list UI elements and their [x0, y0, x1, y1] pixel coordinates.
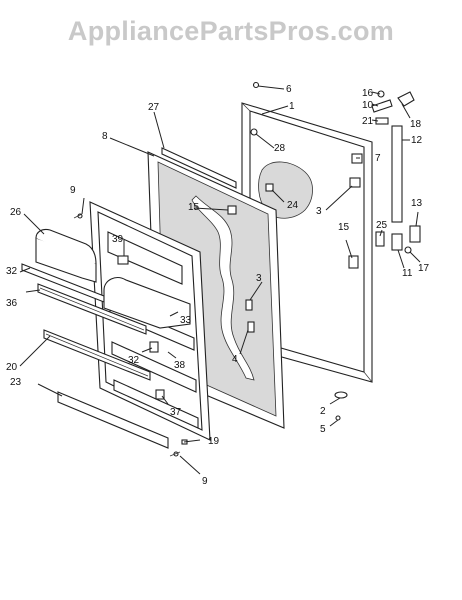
callout-27: 27 [148, 102, 160, 113]
door-bins [21, 228, 191, 449]
callout-11: 11 [402, 268, 413, 279]
callout-12: 12 [411, 135, 423, 146]
callout-4: 4 [232, 354, 238, 365]
site-watermark: AppliancePartsPros.com [67, 16, 395, 46]
callout-17: 17 [418, 263, 430, 274]
callout-labels: 6 1 16 10 18 21 12 27 8 28 7 24 9 26 15 … [6, 84, 430, 487]
callout-32: 32 [128, 355, 140, 366]
callout-18: 18 [410, 119, 422, 130]
callout-13: 13 [411, 198, 423, 209]
callout-6: 6 [286, 84, 292, 95]
callout-10: 10 [362, 100, 374, 111]
callout-37: 37 [170, 407, 182, 418]
callout-39: 39 [112, 234, 124, 245]
callout-23: 23 [10, 377, 22, 388]
callout-38: 38 [174, 360, 186, 371]
callout-20: 20 [6, 362, 18, 373]
callout-7: 7 [375, 153, 381, 164]
callout-28: 28 [274, 143, 286, 154]
callout-32: 32 [6, 266, 18, 277]
callout-8: 8 [102, 131, 108, 142]
callout-16: 16 [362, 88, 374, 99]
callout-15: 15 [338, 222, 350, 233]
callout-19: 19 [208, 436, 220, 447]
callout-36: 36 [6, 298, 18, 309]
callout-2: 2 [320, 406, 326, 417]
callout-3: 3 [316, 206, 322, 217]
callout-33: 33 [180, 315, 192, 326]
callout-3: 3 [256, 273, 262, 284]
callout-25: 25 [376, 220, 388, 231]
leader-lines [19, 85, 421, 475]
callout-26: 26 [10, 207, 22, 218]
callout-15: 15 [188, 202, 200, 213]
callout-24: 24 [287, 200, 299, 211]
callout-21: 21 [362, 116, 374, 127]
hinge-hardware [252, 81, 421, 254]
callout-5: 5 [320, 424, 326, 435]
callout-9: 9 [70, 185, 76, 196]
callout-1: 1 [289, 101, 295, 112]
callout-9: 9 [202, 476, 208, 487]
